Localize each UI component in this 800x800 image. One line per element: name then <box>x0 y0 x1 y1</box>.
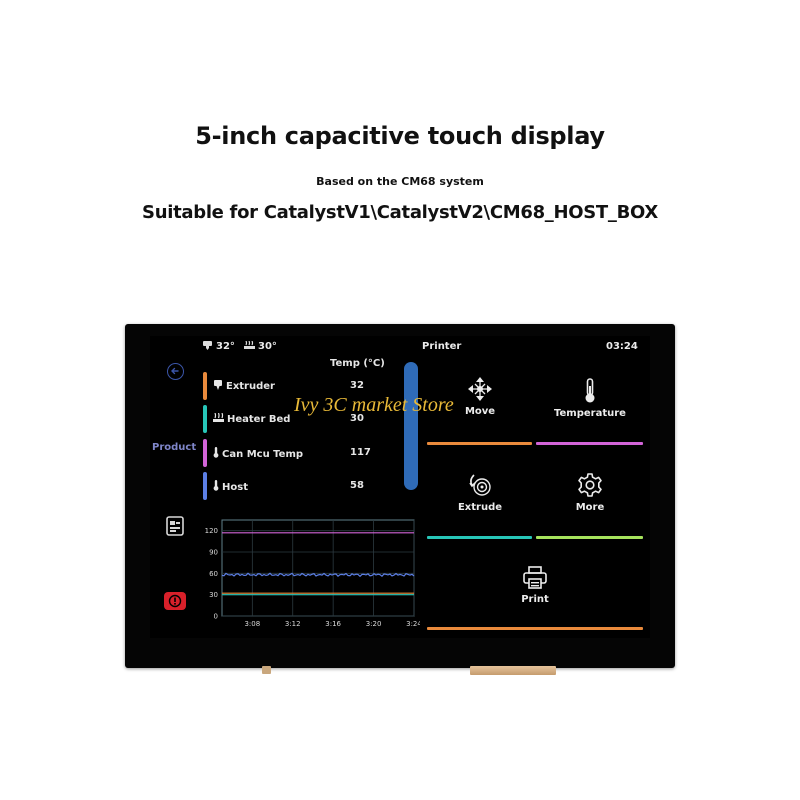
sensor-name-text: Heater Bed <box>227 414 291 425</box>
emergency-stop-icon[interactable] <box>164 592 186 610</box>
sensor-color-bar <box>203 372 207 400</box>
screen-title: Printer <box>422 341 462 352</box>
gear-icon <box>578 473 602 497</box>
sensor-color-bar <box>203 405 207 433</box>
chart-y-tick-label: 120 <box>205 527 218 535</box>
sensor-color-bar <box>203 439 207 467</box>
compatibility-text: Suitable for CatalystV1\CatalystV2\CM68_… <box>142 202 658 223</box>
sensor-row-extruder[interactable]: Extruder 32 <box>203 372 378 400</box>
move-accent-bar <box>427 442 532 445</box>
print-label: Print <box>521 594 549 605</box>
sensor-value: 30 <box>350 413 364 424</box>
sensor-name: Can Mcu Temp <box>213 447 303 460</box>
sidebar-product-label: Product <box>152 442 197 453</box>
chart-x-tick-label: 3:20 <box>366 620 382 628</box>
clock: 03:24 <box>606 341 638 352</box>
printer-icon <box>523 566 547 589</box>
sensor-color-bar <box>203 472 207 500</box>
status-bed-temp-value: 30° <box>258 341 277 352</box>
extruder-icon <box>214 380 222 390</box>
console-icon[interactable] <box>166 516 184 536</box>
chart-series-line <box>221 572 415 578</box>
page-headline: 5-inch capacitive touch display <box>195 122 605 150</box>
device-flex-cable <box>470 666 556 675</box>
sensor-name-text: Host <box>222 482 248 493</box>
sensor-name-text: Extruder <box>226 381 275 392</box>
temperature-button[interactable]: Temperature <box>548 378 632 419</box>
move-button[interactable]: Move <box>446 376 514 417</box>
chart-x-tick-label: 3:16 <box>325 620 341 628</box>
status-extruder-temp-value: 32° <box>216 341 235 352</box>
sensor-name-text: Can Mcu Temp <box>222 449 304 460</box>
heater-bed-icon <box>244 341 255 349</box>
chart-y-tick-label: 0 <box>214 613 218 621</box>
chart-y-tick-label: 90 <box>209 549 218 557</box>
move-icon <box>468 377 492 401</box>
temp-column-header: Temp (°C) <box>330 358 385 369</box>
chart-x-tick-label: 3:12 <box>285 620 301 628</box>
heater-bed-icon <box>213 413 224 422</box>
back-arrow-icon <box>171 367 179 375</box>
status-bed-temp: 30° <box>244 341 277 352</box>
print-button[interactable]: Print <box>500 566 570 605</box>
status-extruder-temp: 32° <box>202 341 235 352</box>
chart-x-tick-label: 3:08 <box>244 620 260 628</box>
scrollbar-thumb[interactable] <box>404 362 418 490</box>
print-accent-bar <box>427 627 643 630</box>
more-label: More <box>575 502 605 513</box>
sensor-name: Heater Bed <box>213 413 290 425</box>
thermometer-icon <box>213 480 219 491</box>
sensor-row-host[interactable]: Host 58 <box>203 472 378 500</box>
extrude-label: Extrude <box>457 502 503 513</box>
sensor-name: Host <box>213 480 248 493</box>
chart-x-tick-label: 3:24 <box>406 620 420 628</box>
temperature-chart: 0 30 60 90 120 3:08 3:12 3:16 3:20 3:24 <box>205 519 420 628</box>
sensor-value: 32 <box>350 380 364 391</box>
thermometer-icon <box>213 447 219 458</box>
extruder-icon <box>203 341 212 350</box>
more-accent-bar <box>536 536 643 539</box>
extrude-icon <box>469 474 491 496</box>
sensor-row-can-mcu[interactable]: Can Mcu Temp 117 <box>203 439 378 467</box>
extrude-button[interactable]: Extrude <box>446 472 514 513</box>
extrude-accent-bar <box>427 536 532 539</box>
chart-y-tick-label: 30 <box>209 591 218 599</box>
sensor-value: 117 <box>350 447 371 458</box>
chart-y-tick-label: 60 <box>209 570 218 578</box>
temperature-accent-bar <box>536 442 643 445</box>
page-subheadline: Based on the CM68 system <box>316 175 484 188</box>
sensor-row-heater-bed[interactable]: Heater Bed 30 <box>203 405 378 433</box>
back-button[interactable] <box>167 363 184 380</box>
chart-plot-area <box>221 519 415 617</box>
move-label: Move <box>464 406 496 417</box>
sensor-value: 58 <box>350 480 364 491</box>
store-watermark: Ivy 3C market Store <box>294 394 454 416</box>
sensor-name: Extruder <box>213 380 275 392</box>
touch-screen: 32° 30° Printer 03:24 Product Temp (°C) <box>150 336 650 638</box>
device-connector-small <box>262 666 271 674</box>
thermometer-icon <box>585 378 595 403</box>
more-button[interactable]: More <box>555 472 625 513</box>
temperature-label: Temperature <box>554 408 626 419</box>
